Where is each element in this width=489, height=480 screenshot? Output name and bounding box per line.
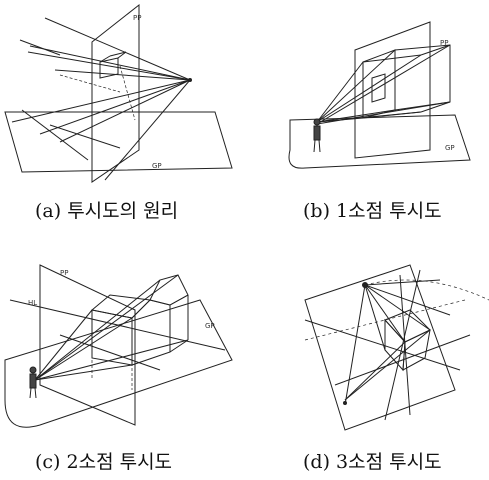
eye-point-icon [188,78,192,82]
vanishing-point-icon [343,401,347,405]
gp-label: GP [152,162,162,170]
vanishing-point-icon [362,282,368,288]
diagram-perspective-principle: PP GP [4,3,233,183]
panel-d [245,240,489,440]
panel-b: PP GP [245,0,489,195]
viewer-figure-icon [29,366,37,399]
panel-c: PP GP HL [0,240,240,440]
pp-label: PP [60,269,68,277]
gp-label: GP [205,322,215,330]
caption-b: (b) 1소점 투시도 [303,200,442,222]
caption-c: (c) 2소점 투시도 [35,451,173,473]
panel-a: PP GP [0,0,240,190]
pp-label: PP [133,14,141,22]
diagram-three-point-perspective [304,264,489,431]
caption-a: (a) 투시도의 원리 [35,200,179,222]
caption-d: (d) 3소점 투시도 [303,451,442,473]
pp-label: PP [440,39,448,47]
hl-label: HL [28,299,37,307]
gp-label: GP [445,144,455,152]
viewer-figure-icon [313,118,321,153]
diagram-two-point-perspective: PP GP HL [4,264,233,428]
diagram-one-point-perspective: PP GP [288,21,471,169]
